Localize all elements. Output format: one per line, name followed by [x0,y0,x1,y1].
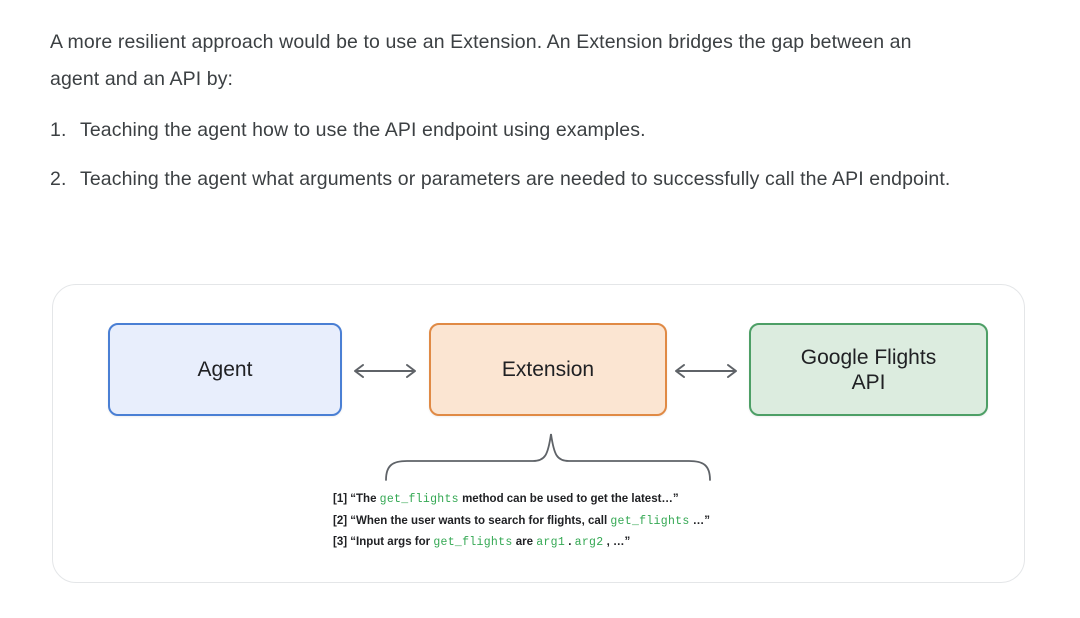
list-item-marker: 2. [50,168,67,190]
diagram-node-api-label: Google Flights API [801,345,936,395]
diagram-node-google-flights-api: Google Flights API [749,323,988,416]
list-item: 2. Teaching the agent what arguments or … [50,161,1010,198]
annotation-code-token: get_flights [610,514,690,528]
list-item: 1. Teaching the agent how to use the API… [50,112,1010,149]
list-item-text: Teaching the agent what arguments or par… [80,168,951,190]
annotation-code-token: arg2 [574,536,604,549]
annotation-text: . [565,536,575,548]
annotation-marker: [3] [333,536,348,548]
diagram-card: Agent Extension Google Flights API [1] “… [52,284,1025,583]
annotation-code-token: get_flights [433,536,513,549]
annotation-text: , …” [603,536,631,548]
annotation-line-3: [3] “Input args for get_flights are arg1… [333,532,933,554]
diagram-node-agent: Agent [108,323,342,416]
intro-paragraph: A more resilient approach would be to us… [50,31,912,90]
annotation-line-2: [2] “When the user wants to search for f… [333,511,933,533]
annotation-text: …” [689,514,711,527]
diagram-node-api-label-line2: API [851,370,886,394]
diagram-node-extension-label: Extension [501,358,595,381]
annotation-text: “The [350,493,380,505]
annotation-text: are [512,536,537,548]
annotation-code-token: get_flights [379,493,459,506]
diagram-node-extension: Extension [429,323,667,416]
annotation-text: “When the user wants to search for fligh… [350,514,611,527]
numbered-list: 1. Teaching the agent how to use the API… [50,112,1010,198]
article-text: A more resilient approach would be to us… [50,24,1010,210]
curly-brace-icon [385,433,711,481]
annotation-block: [1] “The get_flights method can be used … [333,489,933,554]
annotation-code-token: arg1 [536,536,566,549]
annotation-marker: [2] [333,514,348,527]
annotation-text: method can be used to get the latest…” [458,493,679,505]
annotation-text: “Input args for [350,536,434,548]
diagram-node-agent-label: Agent [197,358,253,381]
list-item-marker: 1. [50,119,67,141]
list-item-text: Teaching the agent how to use the API en… [80,119,646,141]
double-arrow-icon [675,364,737,378]
annotation-line-1: [1] “The get_flights method can be used … [333,489,933,511]
double-arrow-icon [354,364,416,378]
diagram-node-api-label-line1: Google Flights [800,345,937,369]
annotation-marker: [1] [333,493,348,505]
